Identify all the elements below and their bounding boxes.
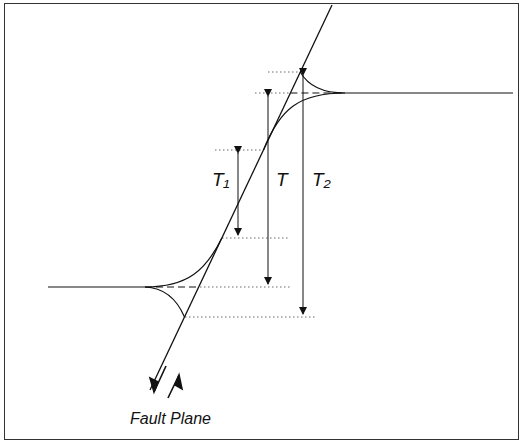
frame xyxy=(5,4,519,440)
throw-arrows xyxy=(238,75,303,314)
throw-label: T xyxy=(276,170,288,191)
guide-lines xyxy=(185,72,315,317)
beds xyxy=(48,72,513,317)
fault-plane xyxy=(150,5,332,390)
throw-label: T₁ xyxy=(212,170,230,191)
slip-arrows xyxy=(150,366,182,398)
throw-label: T₂ xyxy=(312,170,331,191)
fault-plane-label: Fault Plane xyxy=(130,410,211,428)
